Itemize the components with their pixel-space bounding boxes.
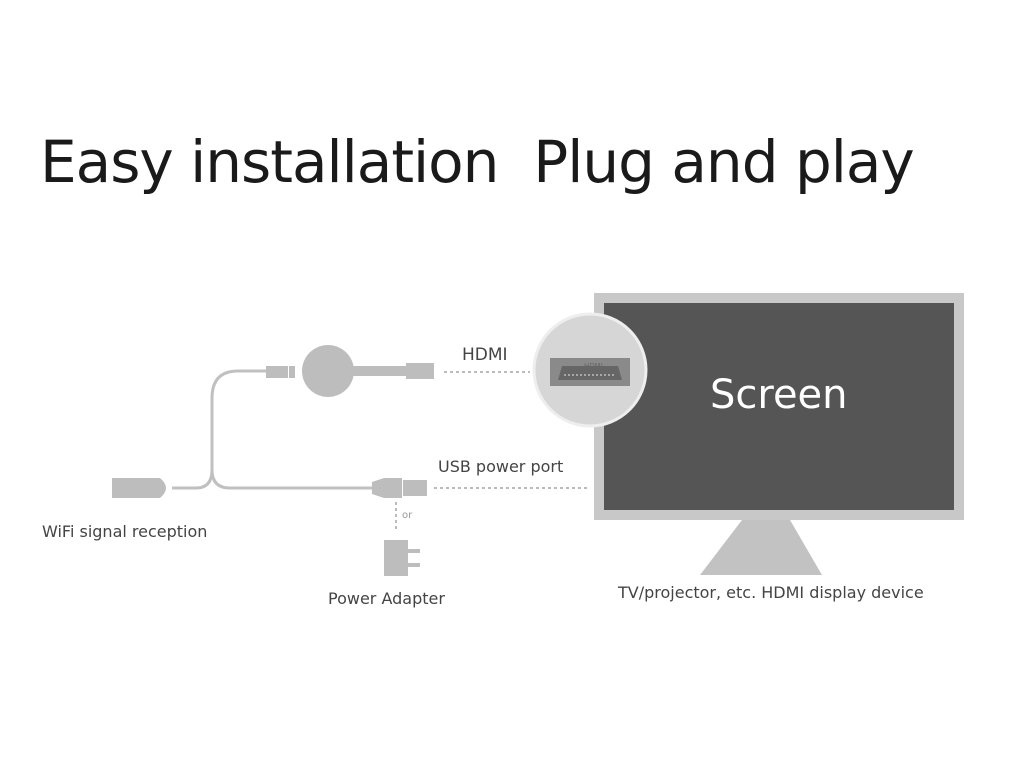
or-label: or xyxy=(402,510,413,521)
hdmi-port-slot xyxy=(558,366,622,380)
power-adapter-icon xyxy=(384,540,420,576)
dongle-body xyxy=(302,345,354,397)
micro-usb-plug-icon xyxy=(266,366,288,378)
usb-plug-icon xyxy=(403,480,427,496)
tv-screen xyxy=(604,303,954,510)
hdmi-plug-icon xyxy=(406,363,434,379)
hdmi-label: HDMI xyxy=(462,345,508,365)
screen-label: Screen xyxy=(710,372,848,418)
usb-power-port-label: USB power port xyxy=(438,457,564,476)
tv-stand xyxy=(700,520,822,575)
tv-display xyxy=(594,293,964,575)
hdmi-port-logo: HDMI xyxy=(584,362,603,370)
display-device-label: TV/projector, etc. HDMI display device xyxy=(618,583,924,602)
page-title: Easy installation Plug and play xyxy=(40,128,915,196)
hdmi-port-callout xyxy=(532,312,648,428)
dongle-cable xyxy=(350,366,408,376)
wifi-signal-reception-label: WiFi signal reception xyxy=(42,522,208,541)
hdmi-dongle xyxy=(266,345,434,397)
usb-female-connector-icon xyxy=(112,478,166,498)
power-adapter-label: Power Adapter xyxy=(328,589,445,608)
y-cable xyxy=(172,369,378,490)
usb-power-plug xyxy=(372,478,427,498)
